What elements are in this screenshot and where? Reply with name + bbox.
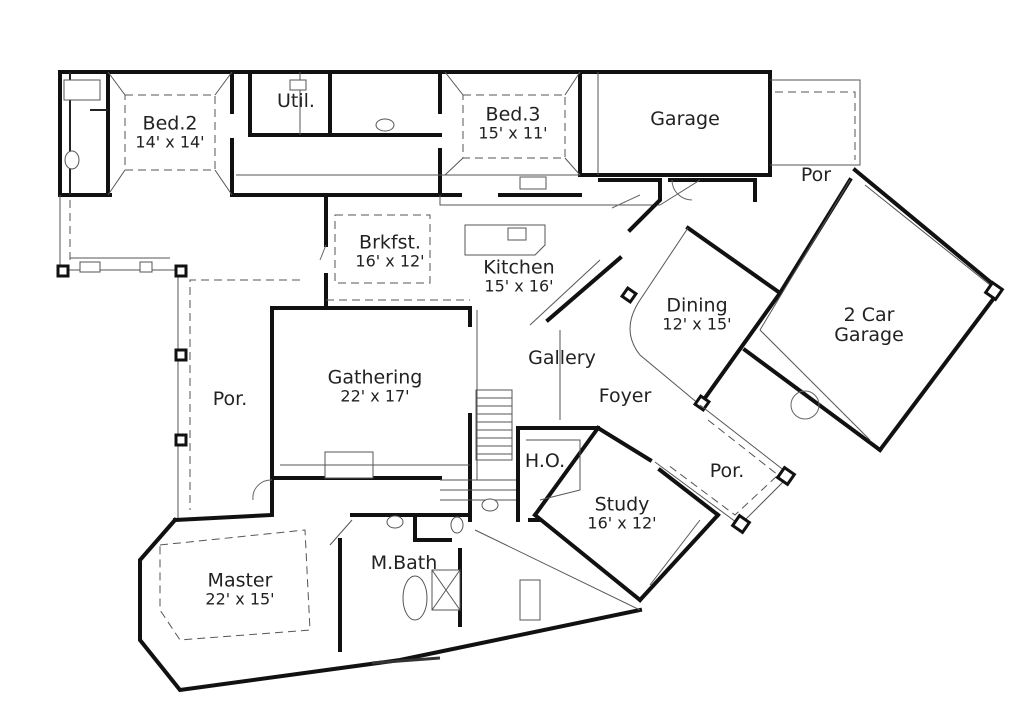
room-label-bed2: Bed.2 14' x 14' xyxy=(135,112,205,152)
front-porch xyxy=(654,404,797,535)
room-label-bed3: Bed.3 15' x 11' xyxy=(478,103,548,143)
room-label-breakfast: Brkfst. 16' x 12' xyxy=(355,231,425,271)
room-label-master: Master 22' x 15' xyxy=(205,569,275,609)
room-label-master-bath: M.Bath xyxy=(370,552,438,575)
room-label-porch-front: Por. xyxy=(709,460,745,483)
two-car-garage-walls xyxy=(742,167,1005,453)
staircase xyxy=(440,389,520,501)
room-label-porch-left: Por. xyxy=(212,388,248,411)
left-porch xyxy=(56,195,300,520)
room-label-study: Study 16' x 12' xyxy=(587,493,657,533)
master-suite-walls xyxy=(138,476,643,693)
room-label-gallery: Gallery xyxy=(528,347,596,370)
room-label-two-car-garage: 2 Car Garage xyxy=(834,304,904,346)
room-label-home-office: H.O. xyxy=(524,450,566,473)
room-label-dining: Dining 12' x 15' xyxy=(662,294,732,334)
room-label-kitchen: Kitchen 15' x 16' xyxy=(483,256,555,296)
room-label-porch-top: Por xyxy=(800,164,832,187)
room-label-foyer: Foyer xyxy=(598,385,652,408)
top-wing-walls xyxy=(58,70,861,206)
center-walls xyxy=(270,193,623,522)
study-walls xyxy=(516,425,721,603)
room-label-util: Util. xyxy=(277,90,315,113)
room-label-gathering: Gathering 22' x 17' xyxy=(327,366,423,406)
room-label-garage: Garage xyxy=(650,108,720,131)
